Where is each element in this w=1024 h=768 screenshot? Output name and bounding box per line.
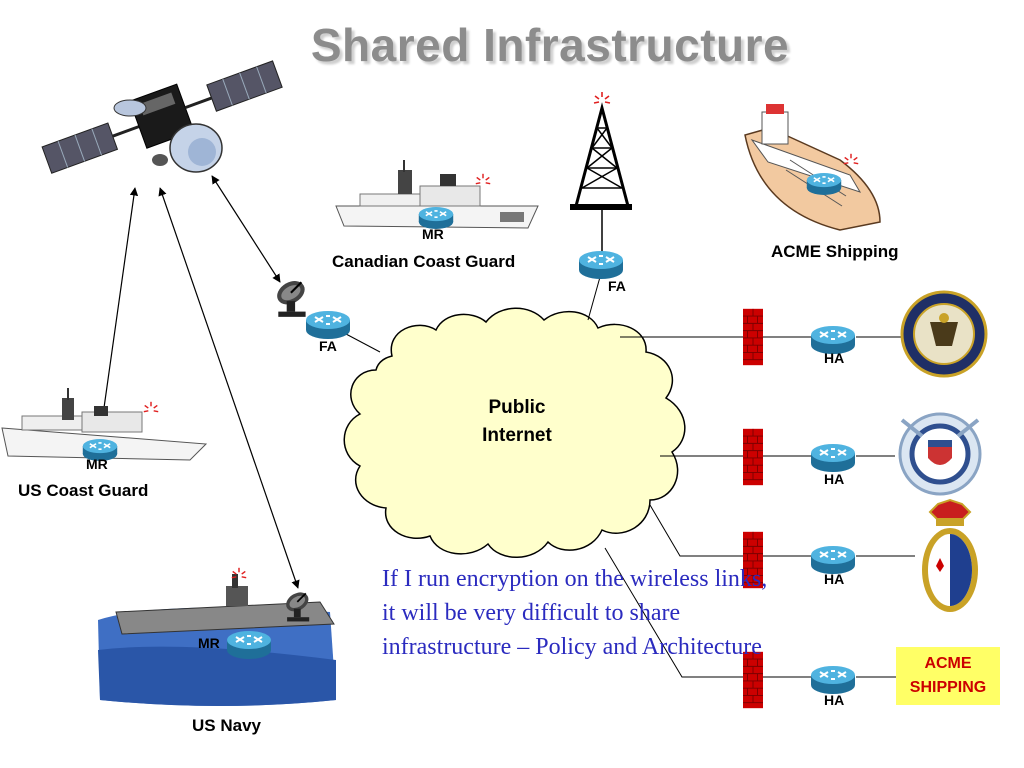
fa-tower-label: FA [608, 278, 626, 294]
firewall-1-icon [743, 308, 763, 366]
link-fa-dish-cloud [345, 333, 381, 353]
acme-shipping-logo: ACME SHIPPING [896, 647, 1000, 705]
canadian-coast-guard-emblem-icon [922, 498, 978, 612]
acme-shipping-label: ACME Shipping [771, 242, 899, 261]
us-coast-guard-label: US Coast Guard [18, 481, 149, 500]
link-fa-tower-cloud [587, 276, 601, 321]
us-navy-carrier-icon [98, 567, 336, 706]
uscg-mr-label: MR [86, 456, 108, 472]
acme-mr-router-icon [806, 172, 842, 196]
cloud-line-1: Public [488, 397, 546, 418]
cloud-line-2: Internet [482, 425, 552, 446]
link-satellite-uscg [98, 187, 139, 423]
page-title: Shared Infrastructure [310, 19, 790, 71]
link-satellite-fa [211, 175, 281, 283]
policy-note: If I run encryption on the wireless link… [382, 566, 768, 660]
satellite-icon [41, 60, 283, 174]
ha-router-2-icon [810, 443, 856, 473]
ha-router-4-icon [810, 665, 856, 695]
acme-logo-line-1: ACME [924, 655, 972, 672]
acme-logo-line-2: SHIPPING [909, 679, 987, 696]
ha-3-label: HA [824, 571, 845, 587]
public-internet-label: Public Internet [457, 394, 577, 450]
ha-router-3-icon [810, 545, 856, 575]
fa-dish-label: FA [319, 338, 337, 354]
firewall-2-icon [743, 428, 763, 486]
acme-tanker-ship-icon [744, 104, 881, 231]
canadian-mr-label: MR [422, 226, 444, 242]
fa-dish-router-icon [305, 310, 351, 340]
ha-2-label: HA [824, 471, 845, 487]
link-cloud-fw3 [649, 504, 743, 557]
us-navy-label: US Navy [192, 716, 261, 735]
public-internet-cloud [343, 307, 686, 558]
ha-1-label: HA [824, 350, 845, 366]
canadian-coast-guard-label: Canadian Coast Guard [332, 252, 516, 271]
navy-mr-router-icon [226, 630, 272, 660]
link-cloud-fw4 [604, 547, 743, 678]
satellite-dish-icon [272, 278, 310, 318]
fa-tower-router-icon [578, 250, 624, 280]
navy-seal-icon [900, 290, 988, 378]
link-satellite-navy [158, 187, 300, 589]
navy-mr-label: MR [198, 635, 220, 651]
uscg-emblem-icon [898, 412, 982, 496]
radio-tower-icon [570, 91, 632, 252]
ha-4-label: HA [824, 692, 845, 708]
